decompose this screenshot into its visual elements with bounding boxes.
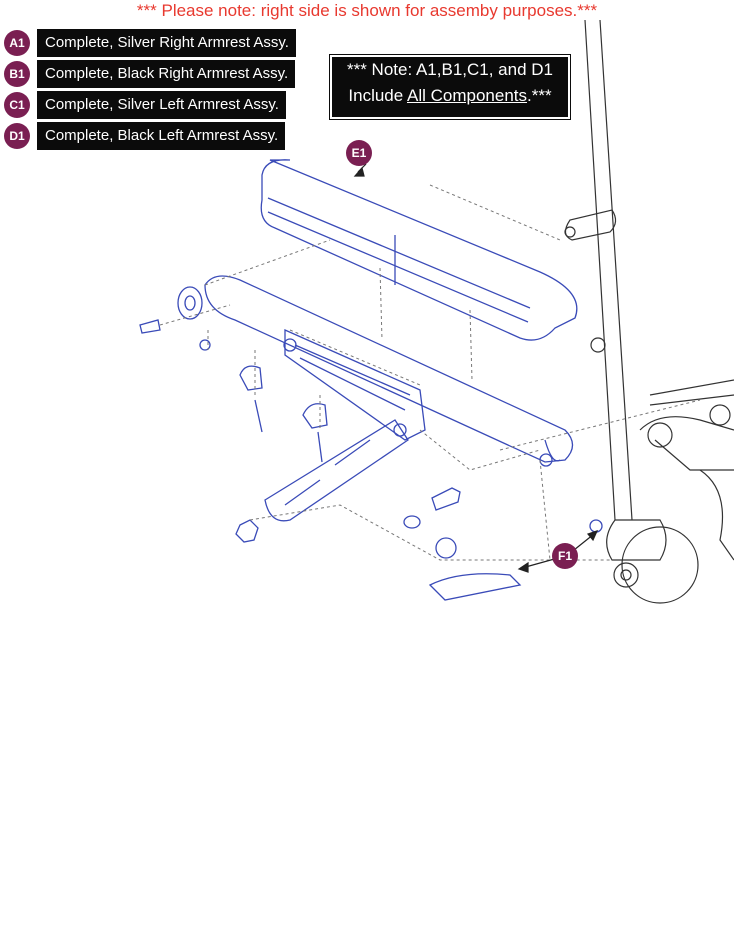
components-note-line2: Include All Components.*** [332, 83, 568, 109]
armrest-parts [139, 159, 603, 601]
nut [235, 519, 259, 543]
components-note-suffix: .*** [527, 86, 552, 105]
badge-d1: D1 [4, 123, 30, 149]
assembly-note: *** Please note: right side is shown for… [136, 1, 598, 20]
armrest-tube [204, 275, 574, 463]
components-note: *** Note: A1,B1,C1, and D1 Include All C… [329, 54, 571, 120]
wheelchair-frame [564, 19, 734, 604]
bolt [431, 487, 461, 511]
height-bracket [284, 328, 426, 441]
armrest-pad [260, 159, 578, 341]
clamp-1 [239, 365, 263, 391]
assembly-guide-lines [159, 184, 701, 561]
badge-a1: A1 [4, 30, 30, 56]
legend-label-c1: Complete, Silver Left Armrest Assy. [37, 91, 286, 119]
legend-label-d1: Complete, Black Left Armrest Assy. [37, 122, 286, 150]
badge-c1: C1 [4, 92, 30, 118]
lower-arm [264, 419, 409, 522]
clip [428, 573, 522, 601]
components-note-line1: *** Note: A1,B1,C1, and D1 [346, 60, 554, 79]
callout-e1: E1 [346, 140, 372, 166]
legend-label-a1: Complete, Silver Right Armrest Assy. [37, 29, 296, 57]
clamp-2 [302, 403, 328, 429]
callout-f1: F1 [552, 543, 578, 569]
legend-label-b1: Complete, Black Right Armrest Assy. [37, 60, 296, 88]
washer-large [435, 537, 457, 559]
washer-small [403, 515, 421, 529]
badge-b1: B1 [4, 61, 30, 87]
callout-leaders [353, 163, 599, 573]
components-note-prefix: Include [348, 86, 407, 105]
components-note-underlined: All Components [407, 86, 528, 105]
